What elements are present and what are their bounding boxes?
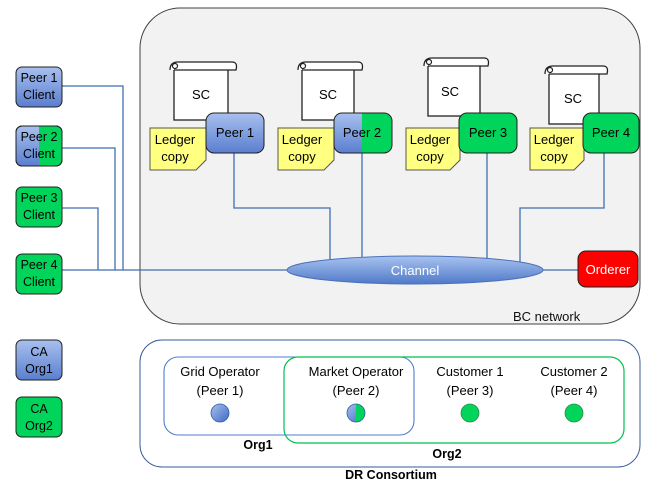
- member-customer-2-line2: (Peer 4): [551, 383, 598, 398]
- ledger-copy-note: [405, 127, 461, 171]
- ca-org2-line2: Org2: [25, 419, 53, 433]
- ledger-line2: copy: [540, 149, 568, 164]
- peer-cluster-4: SC Ledger copy Peer 4: [529, 65, 640, 171]
- ca-org1-line1: CA: [30, 345, 48, 359]
- customer-2-dot: [564, 403, 584, 423]
- org2-group: [283, 356, 625, 444]
- peer-cluster-2: SC Ledger copy Peer 2: [277, 61, 393, 171]
- channel: [286, 255, 544, 285]
- orderer-node: [577, 250, 639, 288]
- ledger-line2: copy: [288, 149, 316, 164]
- peer-label: Peer 4: [592, 125, 630, 140]
- sc-label: SC: [564, 91, 582, 106]
- bc-network-label: BC network: [513, 309, 581, 324]
- ca-org1-line2: Org1: [25, 362, 53, 376]
- peer-node: [333, 112, 393, 154]
- member-customer-1-line1: Customer 1: [436, 364, 503, 379]
- ledger-line2: copy: [161, 149, 189, 164]
- client-peer-4-line2: Client: [23, 275, 55, 289]
- client-peer-2: Peer 2 Client: [15, 125, 63, 167]
- orderer-label: Orderer: [586, 262, 631, 277]
- peer-label: Peer 2: [343, 125, 381, 140]
- ca-org2-line1: CA: [30, 402, 48, 416]
- client-peer-2-line1: Peer 2: [21, 130, 58, 144]
- bc-network-container: [139, 7, 641, 325]
- client-peer-4: Peer 4 Client: [15, 253, 63, 295]
- ledger-copy-note: [277, 127, 335, 171]
- ledger-line1: Ledger: [534, 132, 575, 147]
- ledger-copy-note: [149, 127, 207, 171]
- client-peer-1-line2: Client: [23, 88, 55, 102]
- org1-label: Org1: [243, 438, 272, 452]
- peer-cluster-1: SC Ledger copy Peer 1: [149, 61, 265, 171]
- peer-node: [205, 112, 265, 154]
- smart-contract-scroll-icon: [297, 61, 364, 121]
- member-grid-operator-line2: (Peer 1): [197, 383, 244, 398]
- ledger-copy-note: [529, 127, 585, 171]
- channel-label: Channel: [391, 263, 440, 278]
- client-peer-2-line2: Client: [23, 147, 55, 161]
- org1-group: [163, 356, 415, 436]
- sc-label: SC: [441, 84, 459, 99]
- member-grid-operator-line1: Grid Operator: [180, 364, 260, 379]
- sc-label: SC: [192, 87, 210, 102]
- smart-contract-scroll-icon: [169, 61, 238, 121]
- client-peer-1-line1: Peer 1: [21, 71, 58, 85]
- ledger-line1: Ledger: [282, 132, 323, 147]
- peer-label: Peer 1: [216, 125, 254, 140]
- ledger-line1: Ledger: [410, 132, 451, 147]
- peer-node: [458, 112, 518, 154]
- peer-label: Peer 3: [469, 125, 507, 140]
- smart-contract-scroll-icon: [423, 57, 490, 117]
- client-peer-3: Peer 3 Client: [15, 186, 63, 228]
- member-market-operator-line1: Market Operator: [309, 364, 404, 379]
- ca-org1: CA Org1: [15, 339, 63, 381]
- member-customer-1-line2: (Peer 3): [447, 383, 494, 398]
- sc-label: SC: [319, 87, 337, 102]
- consortium-container: [139, 339, 641, 468]
- client-peer-1: Peer 1 Client: [15, 66, 63, 108]
- peer-cluster-3: SC Ledger copy Peer 3: [405, 57, 518, 171]
- member-customer-2-line1: Customer 2: [540, 364, 607, 379]
- member-market-operator-line2: (Peer 2): [333, 383, 380, 398]
- consortium-title: DR Consortium: [345, 468, 437, 482]
- market-operator-dot: [346, 403, 366, 423]
- ca-org2: CA Org2: [15, 396, 63, 438]
- client-peer-3-line1: Peer 3: [21, 191, 58, 205]
- peer-node: [582, 112, 640, 154]
- customer-1-dot: [460, 403, 480, 423]
- grid-operator-dot: [210, 403, 230, 423]
- org2-label: Org2: [432, 447, 461, 461]
- ledger-line2: copy: [416, 149, 444, 164]
- client-peer-3-line2: Client: [23, 208, 55, 222]
- ledger-line1: Ledger: [155, 132, 196, 147]
- client-peer-4-line1: Peer 4: [21, 258, 58, 272]
